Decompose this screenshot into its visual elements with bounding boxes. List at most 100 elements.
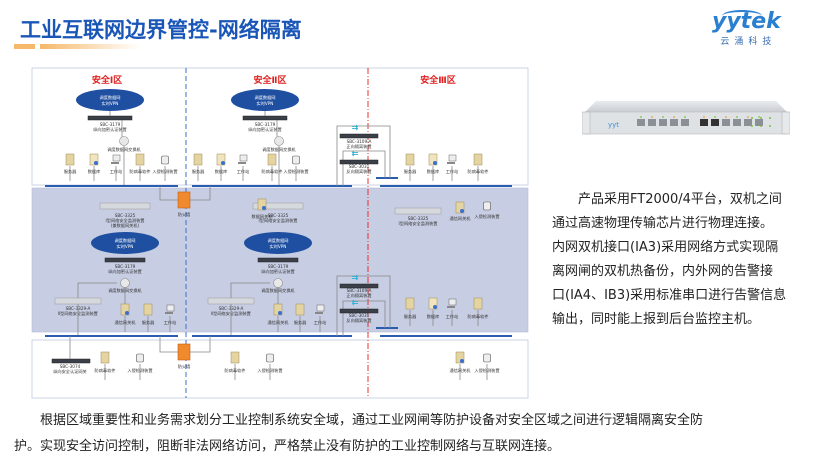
ethernet-port-icon — [744, 119, 752, 126]
server-icon — [473, 297, 483, 310]
encryption-device-icon — [339, 283, 379, 289]
link-line — [342, 300, 386, 336]
device-label: 纵向加密认证装置 — [93, 126, 127, 133]
device-label: 通信网关机 — [115, 319, 137, 326]
device-label: 入侵检测装置 — [283, 168, 308, 175]
device-label: Ⅰ型网络安全监测装置 — [106, 217, 145, 224]
status-led-icon — [703, 116, 705, 118]
device-label: SBC-3179 — [100, 122, 121, 127]
ids-icon — [136, 353, 144, 363]
ethernet-port-icon — [670, 119, 678, 126]
ids-icon — [161, 155, 169, 165]
device-label: 纵向安全认证网关 — [53, 368, 87, 375]
server-icon — [405, 153, 415, 166]
switch-icon — [119, 136, 129, 146]
device-label: 纵向加密认证装置 — [261, 268, 295, 275]
status-led-icon — [725, 116, 727, 118]
status-led-icon — [751, 125, 753, 127]
device-label: SBC-3109-A — [347, 139, 372, 144]
device-label: 正向隔离装置 — [346, 143, 371, 150]
device-label: 工作站 — [237, 168, 250, 175]
vpn-label: 调度数据网 — [100, 94, 121, 101]
firewall-icon — [177, 343, 191, 361]
badge-icon — [433, 305, 437, 309]
link-line — [336, 125, 391, 186]
badge-icon — [94, 161, 98, 165]
database-icon — [428, 153, 438, 166]
status-led-icon — [760, 117, 762, 119]
product-line: 输出，同时能上报到后台监控主机。 — [552, 312, 761, 327]
zone-title: 安全Ⅰ区 — [92, 74, 122, 86]
workstation-icon — [239, 154, 248, 162]
company-logo: yytek 云涌科技 — [712, 10, 781, 48]
database-icon — [216, 153, 226, 166]
product-description: 产品采用FT2000/4平台，双机之间 通过高速物理传输芯片进行物理连接。 内网… — [552, 188, 786, 332]
ids-icon — [483, 201, 491, 211]
status-led-icon — [736, 116, 738, 118]
page-title: 工业互联网边界管控-网络隔离 — [20, 18, 302, 42]
keyboard-icon — [238, 162, 246, 164]
server-icon — [193, 153, 203, 166]
device-label: 入侵检测装置 — [152, 168, 177, 175]
device-label: 防病毒软件 — [468, 313, 489, 320]
vpn-label: 调度数据网 — [268, 237, 289, 244]
zone-title: 安全Ⅲ区 — [420, 74, 456, 86]
reverse-arrow-icon: ⇇ — [352, 149, 359, 158]
link-line — [190, 336, 211, 353]
zone-title: 安全Ⅱ区 — [254, 74, 287, 86]
encryption-device-icon — [339, 133, 379, 139]
badge-icon — [278, 311, 282, 315]
server-icon — [473, 153, 483, 166]
status-led-icon — [758, 116, 760, 118]
badge-icon — [262, 206, 266, 210]
device-label: 防病毒软件 — [130, 168, 151, 175]
device-label: 服务器 — [404, 313, 417, 320]
ethernet-port-icon — [722, 119, 730, 126]
summary-line: 根据区域重要性和业务需求划分工业控制系统安全域，通过工业网闸等防护设备对安全区域… — [40, 413, 704, 428]
server-icon — [135, 153, 145, 166]
database-icon — [89, 153, 99, 166]
ids-icon — [266, 353, 274, 363]
device-label: SBC-3179 — [115, 264, 136, 269]
device-label: 防病毒软件 — [95, 367, 116, 374]
monitor-device-icon — [394, 207, 442, 215]
device-label: 反向隔离装置 — [346, 317, 371, 324]
device-label: 入侵检测装置 — [474, 213, 499, 220]
device-label: 通信网关机 — [450, 215, 472, 222]
device-label: 服务器 — [64, 168, 77, 175]
logo-arc-icon — [722, 10, 762, 22]
keyboard-icon — [447, 306, 455, 308]
server-icon — [257, 198, 267, 211]
zone-bottom-box — [31, 339, 529, 399]
badge-icon — [125, 311, 129, 315]
keyboard-icon — [315, 312, 323, 314]
zone-top-box — [31, 67, 529, 186]
firewall-icon — [177, 191, 191, 209]
link-line — [159, 186, 178, 201]
monitor-device-icon — [207, 297, 255, 305]
vpn-label: 调度数据网 — [255, 94, 276, 101]
keyboard-icon — [111, 162, 119, 164]
status-led-icon — [640, 116, 642, 118]
product-line: 内网双机接口(IA3)采用网络方式实现隔 — [552, 240, 779, 255]
encryption-device-icon — [104, 257, 146, 263]
vpn-cloud-icon — [76, 89, 144, 111]
server-icon — [455, 201, 465, 214]
device-label: 服务器 — [192, 168, 205, 175]
ethernet-port-icon — [700, 119, 708, 126]
server-icon — [230, 351, 240, 364]
workstation-icon — [448, 154, 457, 162]
ethernet-port-icon — [711, 119, 719, 126]
svg-text:yyt: yyt — [608, 121, 619, 129]
link-line — [77, 282, 117, 298]
status-led-icon — [673, 116, 675, 118]
ids-icon — [292, 155, 300, 165]
device-label: 数据网关机 — [252, 213, 274, 220]
device-label: 工作站 — [110, 168, 123, 175]
status-led-icon — [769, 125, 771, 127]
product-line: 口(IA4、IB3)采用标准串口进行告警信息 — [552, 288, 787, 303]
summary-line: 护。实现安全访问控制，阻断非法网络访问，严格禁止没有防护的工业控制网络与互联网连… — [14, 439, 561, 454]
vpn-label: 实时VPN — [102, 100, 119, 107]
workstation-icon — [166, 304, 175, 312]
